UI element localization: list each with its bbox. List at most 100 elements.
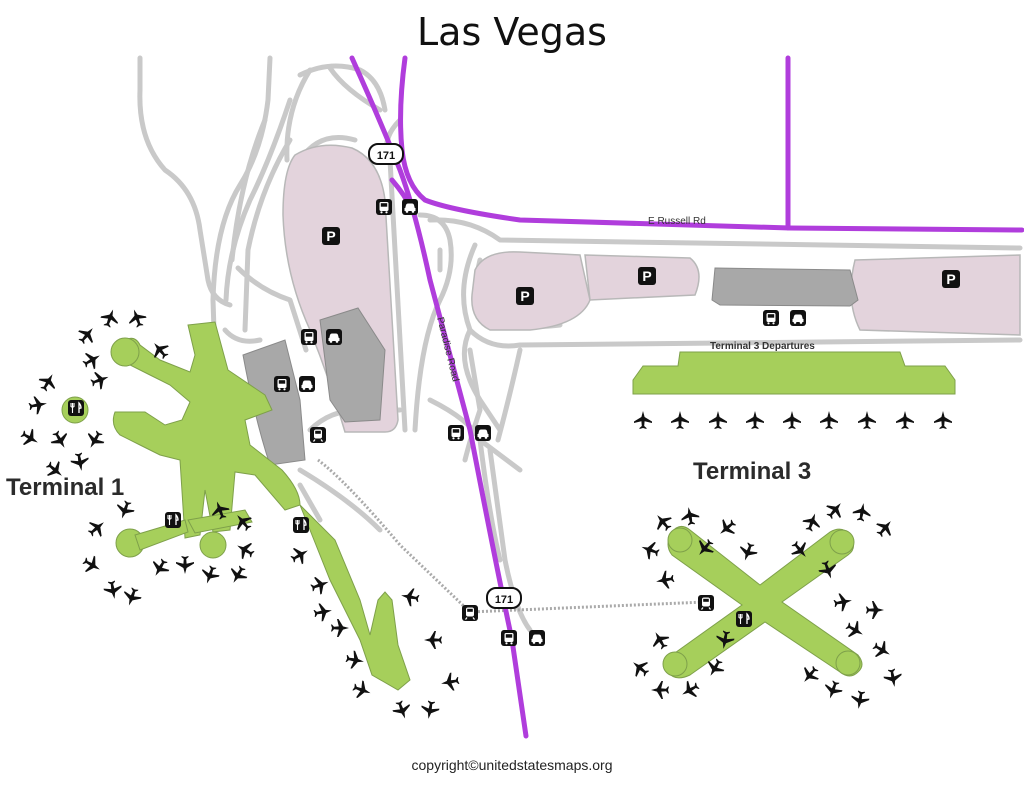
- airplane-icon: [677, 677, 703, 703]
- airplane-icon: [872, 515, 898, 541]
- airplane-icon: [627, 655, 653, 681]
- airplane-icon: [858, 411, 876, 429]
- restaurant-icon: [735, 610, 753, 628]
- bus-icon: [376, 199, 392, 215]
- airplane-icon: [88, 368, 112, 392]
- bus-icon: [301, 329, 317, 345]
- airplane-icon: [424, 631, 442, 649]
- svg-text:P: P: [520, 288, 529, 304]
- airplane-icon: [842, 617, 868, 643]
- car-icon: [299, 376, 315, 392]
- copyright-notice: copyright©unitedstatesmaps.org: [411, 757, 613, 773]
- restaurant-icon: [67, 399, 85, 417]
- airplane-icon: [147, 555, 173, 581]
- svg-text:P: P: [642, 268, 651, 284]
- parking-icon: P: [942, 270, 960, 288]
- airplane-icon: [308, 573, 332, 597]
- airplane-icon: [113, 498, 137, 522]
- map-title: Las Vegas: [417, 10, 607, 54]
- parking-icon: P: [638, 267, 656, 285]
- airplane-icon: [27, 394, 49, 416]
- bus-icon: [274, 376, 290, 392]
- airplane-icon: [198, 563, 222, 587]
- airplane-icon: [869, 637, 895, 663]
- route-171-shield-north: 171: [368, 143, 404, 165]
- airplane-icon: [120, 585, 144, 609]
- airplane-icon: [654, 569, 676, 591]
- airplane-icon: [102, 579, 124, 601]
- parking-icon: P: [516, 287, 534, 305]
- airplane-icon: [287, 542, 313, 568]
- car-icon: [529, 630, 545, 646]
- airplane-icon: [390, 698, 414, 722]
- tram-lines: [317, 458, 706, 614]
- airplane-icon: [797, 662, 823, 688]
- airplane-icon: [746, 411, 764, 429]
- airplane-icon: [896, 411, 914, 429]
- airplane-icon: [79, 347, 105, 373]
- train-icon: [697, 594, 715, 612]
- car-icon: [402, 199, 418, 215]
- airplane-icon: [651, 681, 669, 699]
- airplane-icon: [79, 552, 105, 578]
- airplane-icon: [832, 591, 854, 613]
- airplane-icon: [934, 411, 952, 429]
- parking-icon: P: [322, 227, 340, 245]
- airplane-icon: [439, 671, 461, 693]
- airplane-icon: [176, 556, 194, 574]
- airplane-icon: [709, 411, 727, 429]
- airplane-icon: [82, 427, 108, 453]
- airplane-icon: [331, 619, 349, 637]
- airplane-icon: [647, 627, 673, 653]
- airplane-icon: [98, 306, 122, 330]
- train-icon: [461, 604, 479, 622]
- svg-text:171: 171: [377, 150, 395, 162]
- airplane-icon: [671, 411, 689, 429]
- airplane-icon: [74, 322, 100, 348]
- route-171-shield-south: 171: [486, 587, 522, 609]
- airplane-icon: [125, 306, 149, 330]
- airplane-icon: [35, 369, 61, 395]
- airplane-icon: [69, 451, 91, 473]
- svg-text:171: 171: [495, 594, 513, 606]
- car-icon: [326, 329, 342, 345]
- e-russell-rd-label: E Russell Rd: [648, 216, 706, 227]
- svg-text:P: P: [326, 228, 335, 244]
- train-icon: [309, 426, 327, 444]
- airplane-icon: [232, 537, 258, 563]
- airplane-icon: [783, 411, 801, 429]
- airplane-icon: [17, 425, 43, 451]
- local-roads: [137, 55, 1023, 633]
- highways: [349, 55, 1024, 739]
- car-icon: [790, 310, 806, 326]
- airplane-icon: [47, 427, 73, 453]
- airplane-icon: [866, 601, 884, 619]
- airplane-icon: [882, 667, 904, 689]
- terminal-3-departures-building: [632, 351, 956, 395]
- airplane-icon: [419, 699, 441, 721]
- paradise-road-label: Paradise Road: [434, 316, 461, 383]
- airplane-icon: [312, 601, 334, 623]
- restaurant-icon: [292, 516, 310, 534]
- airplane-icon: [822, 497, 848, 523]
- airplane-icon: [399, 586, 421, 608]
- airplane-icon: [849, 689, 871, 711]
- airplane-icon: [800, 510, 824, 534]
- airplane-icon: [820, 411, 838, 429]
- airplane-icon: [350, 678, 374, 702]
- airplane-icon: [225, 562, 251, 588]
- airplane-icon: [634, 411, 652, 429]
- bus-icon: [763, 310, 779, 326]
- svg-text:P: P: [946, 271, 955, 287]
- car-icon: [475, 425, 491, 441]
- terminal-3-label: Terminal 3: [693, 458, 811, 485]
- airplane-icon: [714, 515, 740, 541]
- airplane-icon: [84, 515, 110, 541]
- bus-icon: [448, 425, 464, 441]
- airplane-icon: [679, 505, 701, 527]
- airplane-icon: [821, 678, 845, 702]
- terminal-3-building: [662, 526, 863, 679]
- airplane-icon: [344, 649, 366, 671]
- airplane-icon: [736, 540, 760, 564]
